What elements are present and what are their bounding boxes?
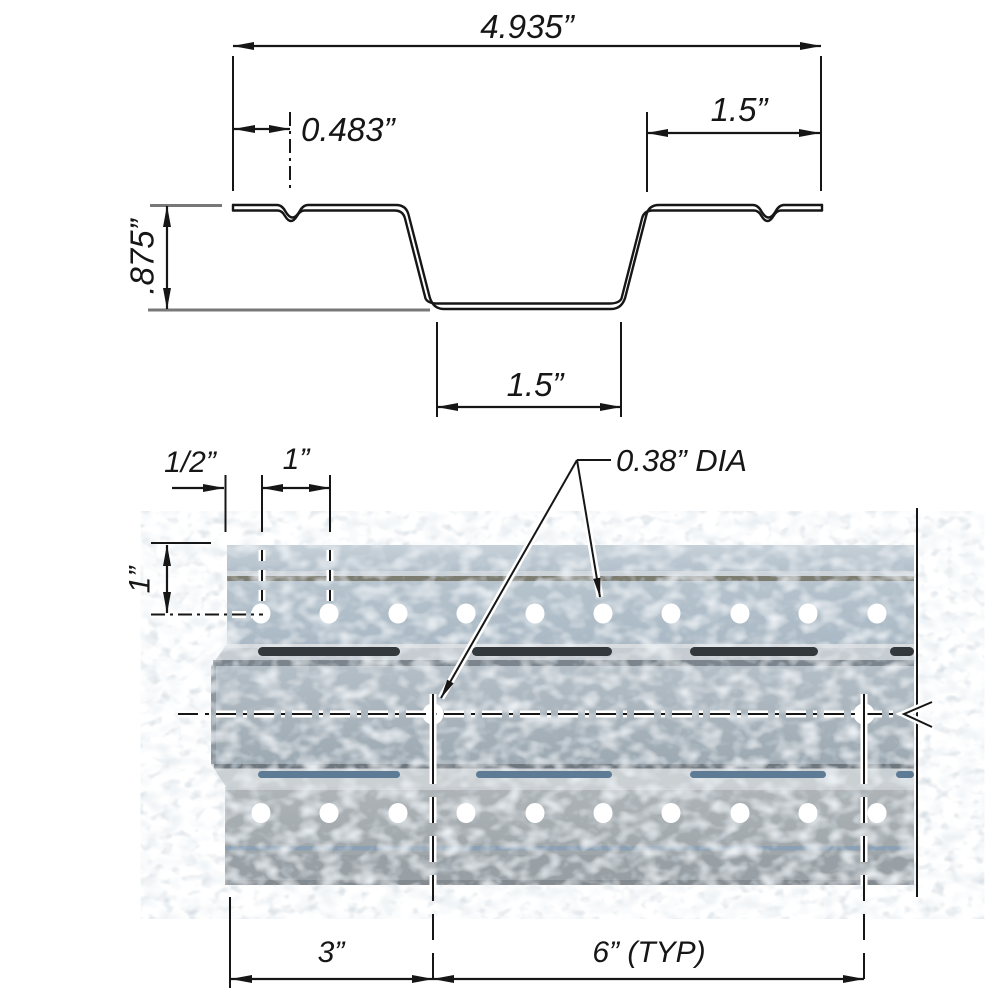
top-flange-hole <box>319 603 339 624</box>
ridge-highlight <box>227 571 914 577</box>
plan-view: 1/2” 1” 1” 0.38” DIA <box>124 443 934 988</box>
bottom-flange-hole <box>388 803 408 823</box>
profile-inner-line <box>231 209 824 305</box>
punched-slots <box>258 647 914 778</box>
lower-shoulder-slot <box>690 771 826 778</box>
bottom-flange-hole <box>730 803 750 823</box>
upper-shoulder-slot <box>472 647 612 656</box>
web-spacing-label: 6” (TYP) <box>592 936 705 969</box>
bottom-flange-hole <box>867 803 887 823</box>
centerline-open-arrow <box>901 701 933 728</box>
lower-shoulder-slot <box>258 771 400 778</box>
top-flange-hole <box>593 603 613 624</box>
top-flange-hole <box>388 603 408 624</box>
upper-shoulder-slot <box>258 647 400 656</box>
flange-ridge <box>227 576 914 582</box>
overall-width-label: 4.935” <box>480 8 576 45</box>
bottom-flange-highlight <box>225 787 914 790</box>
upper-shoulder-slot <box>890 647 914 656</box>
bottom-flange-hole <box>525 803 545 823</box>
profile-outer-line <box>231 203 824 311</box>
hole-spacing-label: 1” <box>283 443 312 476</box>
top-flange-hole <box>798 603 818 624</box>
bottom-flange-hole <box>593 803 613 823</box>
bottom-flange-hole <box>319 803 339 823</box>
bottom-flange-blue-line <box>225 846 914 851</box>
lower-shoulder-slot <box>476 771 612 778</box>
upper-shoulder-slot <box>690 647 818 656</box>
groove-offset-label: 0.483” <box>301 111 397 148</box>
bottom-flange-hole <box>456 803 476 823</box>
flange-width-label: 1.5” <box>711 91 770 128</box>
bottom-flange-hole <box>798 803 818 823</box>
web-left-edge <box>211 666 216 764</box>
edge-offset-label: 1/2” <box>164 446 218 479</box>
lower-shoulder-slot <box>896 771 914 778</box>
height-label: .875” <box>124 217 161 294</box>
top-flange-hole <box>456 603 476 624</box>
end-hole-label: 3” <box>318 936 347 969</box>
base-width-label: 1.5” <box>507 366 566 403</box>
hole-dia-label: 0.38” DIA <box>616 443 747 478</box>
cross-section-view: 4.935” 0.483” 1.5” .875” 1.5” <box>124 8 824 417</box>
top-flange-hole <box>867 603 887 624</box>
bottom-flange-hole <box>661 803 681 823</box>
top-flange-hole <box>730 603 750 624</box>
top-flange-hole <box>525 603 545 624</box>
profile-end-caps <box>231 203 824 212</box>
upper-shoulder-shadow <box>213 660 914 666</box>
bottom-edge-shadow <box>225 880 914 885</box>
hole-dia-leader-flange <box>576 459 601 598</box>
bottom-flange-face <box>225 787 914 855</box>
bottom-flange-hole <box>251 803 271 823</box>
top-flange-hole <box>661 603 681 624</box>
lower-shoulder-shadow <box>214 764 914 769</box>
upper-shoulder-highlight <box>227 644 914 648</box>
inset-label: 1” <box>124 565 157 594</box>
hole-dia-leader-web <box>440 459 578 699</box>
